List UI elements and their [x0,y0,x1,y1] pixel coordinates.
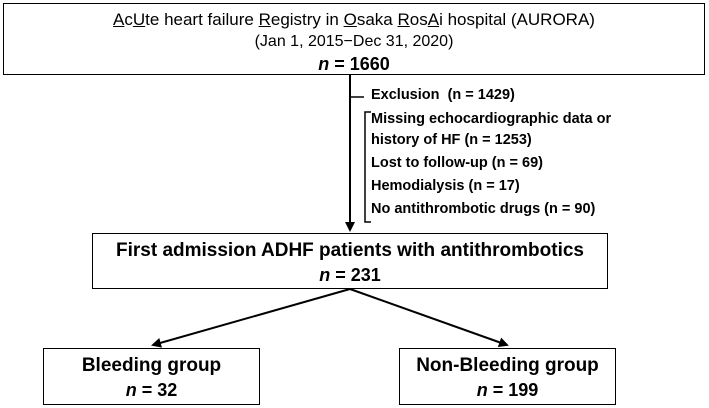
registry-title-part: R [258,10,271,29]
registry-title-part: os [409,10,428,29]
registry-box: AcUte heart failure Registry in Osaka Ro… [3,3,705,75]
registry-title-part: U [132,10,146,29]
non-bleeding-group-count: n = 199 [476,380,539,400]
exclusion-item: Hemodialysis (n = 17) [371,178,520,194]
arrow-to-bleeding [151,288,351,348]
registry-title: AcUte heart failure Registry in Osaka Ro… [4,10,704,30]
exclusion-header: Exclusion (n = 1429) [371,87,515,103]
bleeding-group-count: n = 32 [125,380,178,400]
registry-title-part: i hospital (AURORA) [439,10,595,29]
registry-title-part: saka [356,10,398,29]
bleeding-group-box: Bleeding group n = 32 [43,348,260,405]
registry-title-part: A [427,10,440,29]
first-admission-count: n = 231 [319,265,381,285]
registry-title-part: egistry in [270,10,344,29]
registry-title-part: c [124,10,133,29]
first-admission-label: First admission ADHF patients with antit… [116,240,584,261]
registry-period: (Jan 1, 2015−Dec 31, 2020) [254,33,454,50]
exclusion-item: history of HF (n = 1253) [371,132,532,148]
first-admission-box: First admission ADHF patients with antit… [92,233,608,289]
registry-title-part: O [343,10,357,29]
registry-count: n = 1660 [318,54,390,74]
exclusion-item: No antithrombotic drugs (n = 90) [371,201,596,217]
bleeding-group-label: Bleeding group [81,355,222,376]
exclusion-item: Missing echocardiographic data or [371,111,612,127]
non-bleeding-group-label: Non-Bleeding group [416,355,599,376]
arrow-to-non-bleeding [349,288,509,348]
exclusion-bracket [364,111,371,223]
registry-title-part: R [397,10,410,29]
registry-title-part: A [113,10,125,29]
registry-title-part: te heart failure [145,10,259,29]
non-bleeding-group-box: Non-Bleeding group n = 199 [399,348,616,405]
exclusion-item: Lost to follow-up (n = 69) [371,155,543,171]
